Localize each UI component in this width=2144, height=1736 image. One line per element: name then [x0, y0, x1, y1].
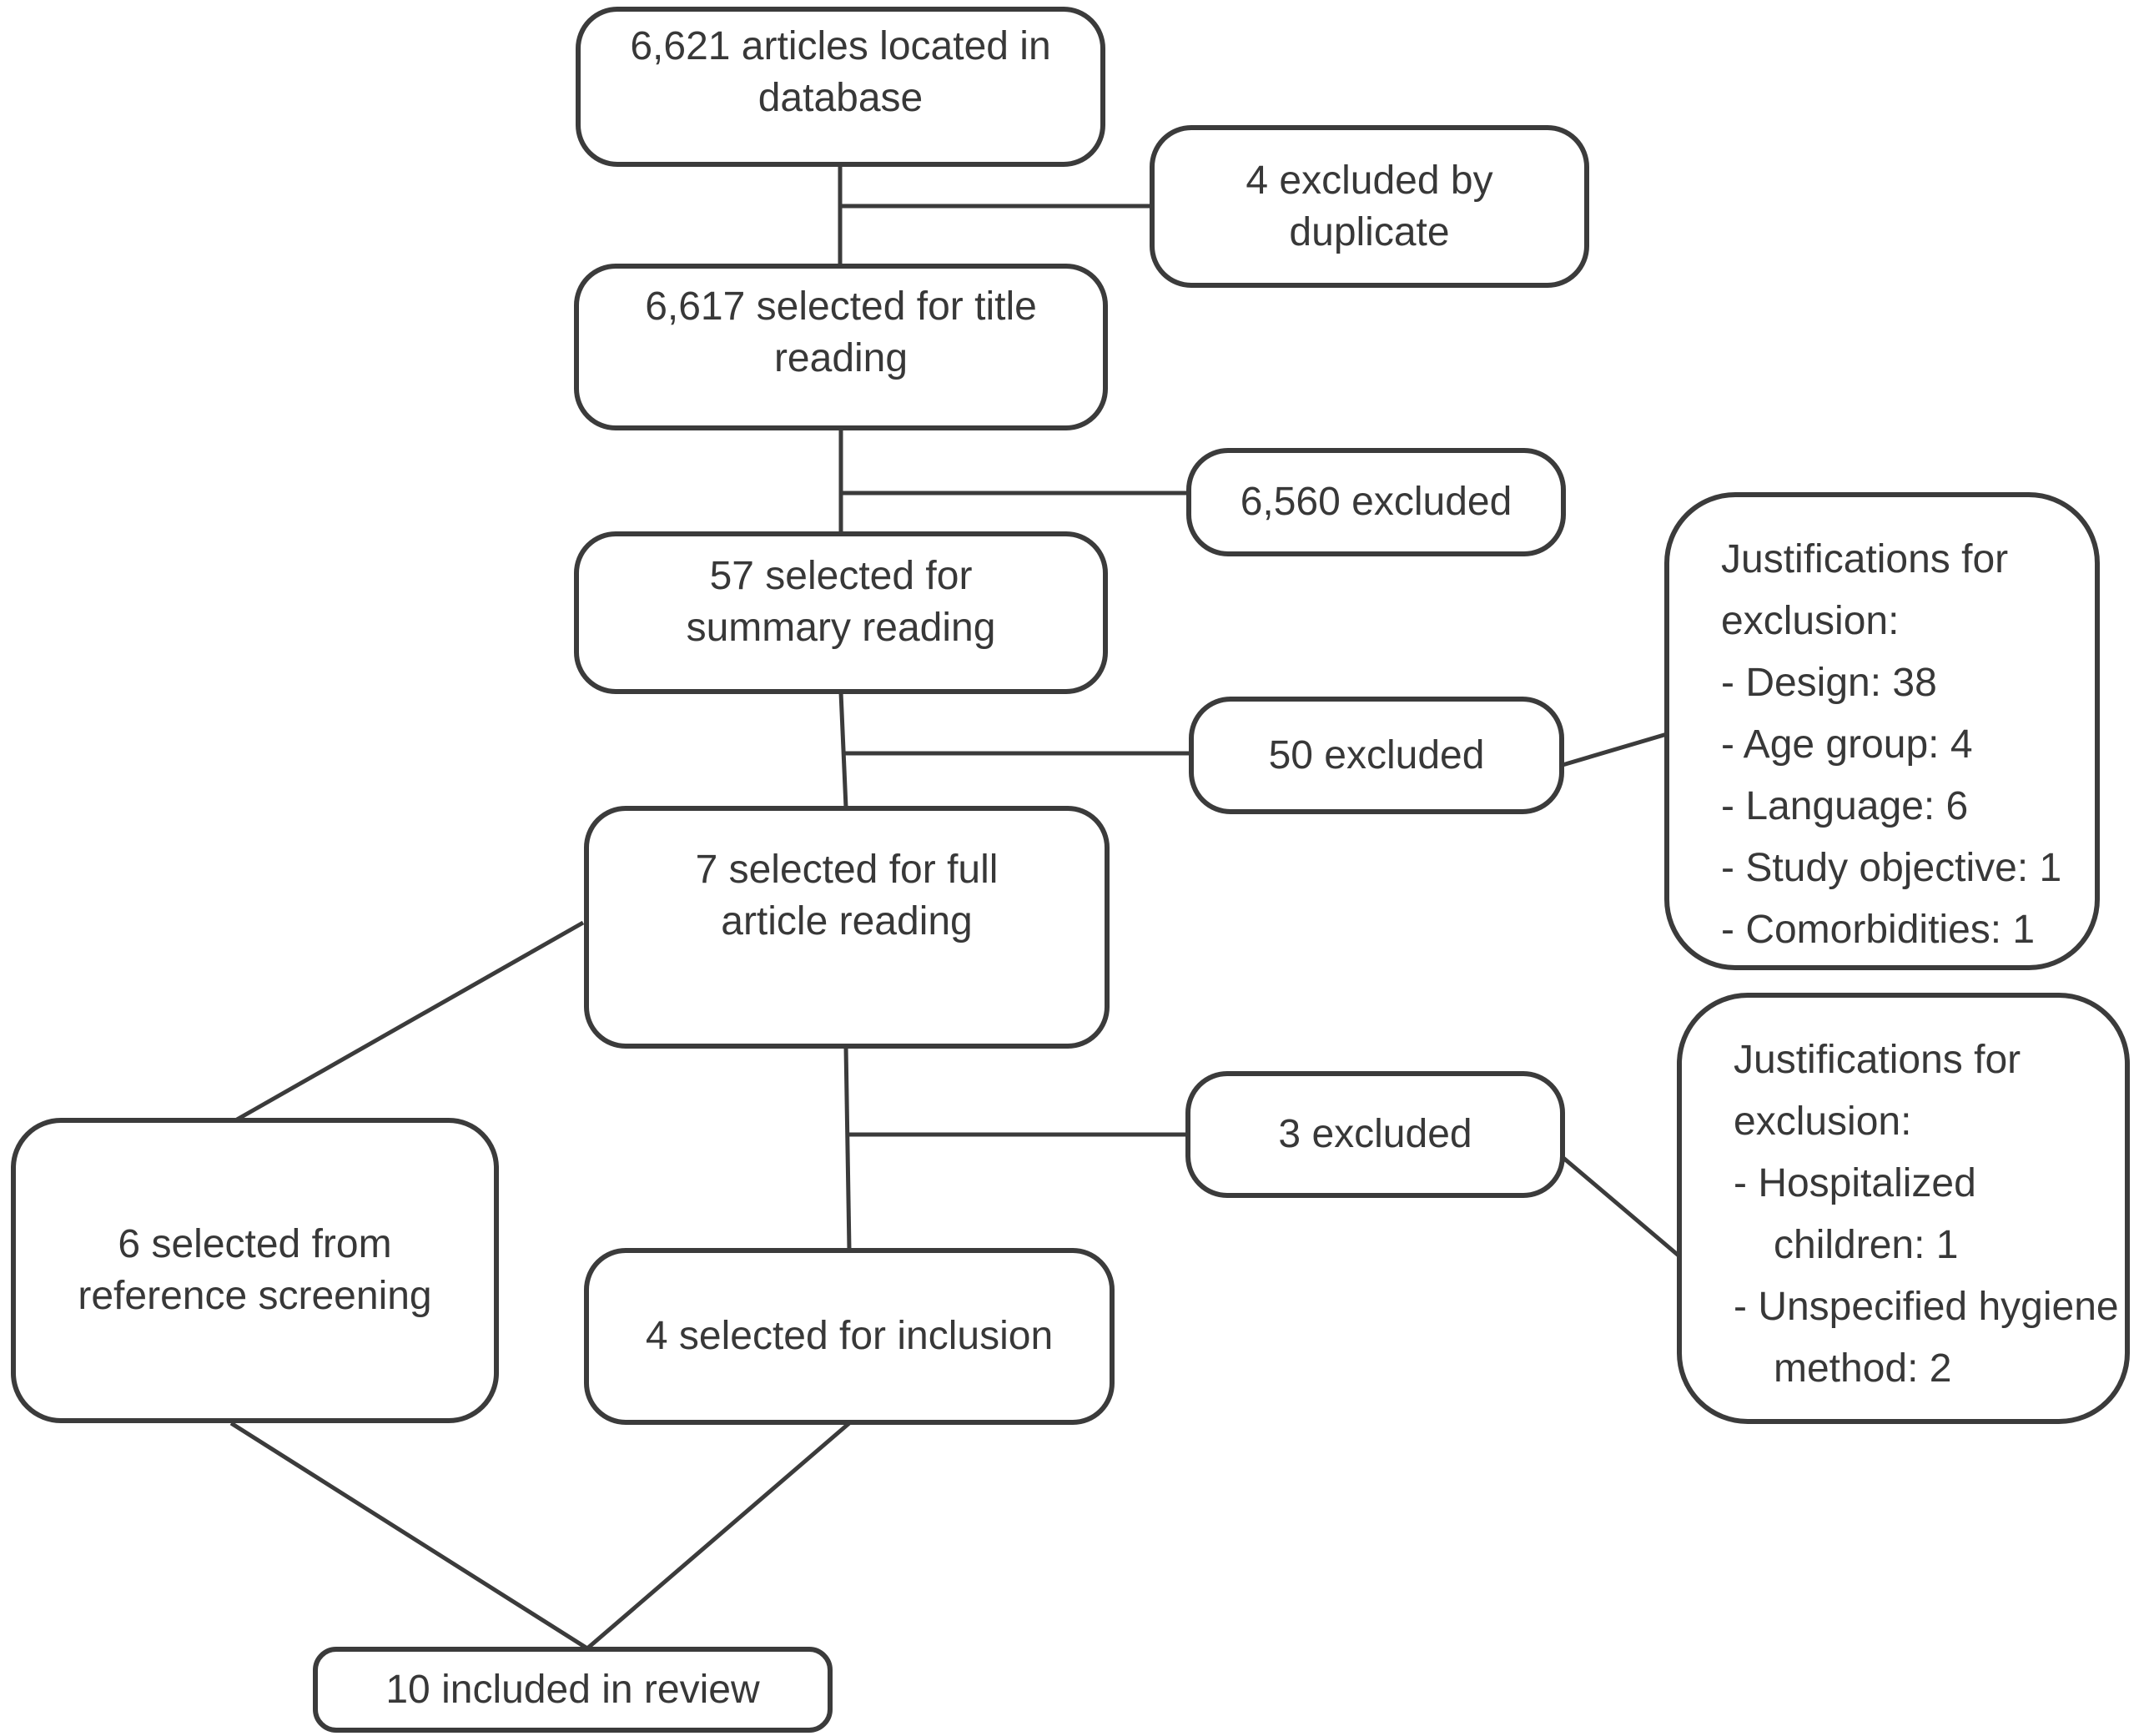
node-summary-excluded: 50 excluded: [1189, 697, 1564, 814]
node-review: 10 included in review: [313, 1647, 833, 1733]
connector-full-to-inclusion: [843, 1046, 852, 1250]
connector-reference-to-review: [229, 1421, 589, 1651]
justification1-heading: Justifications for exclusion:: [1721, 537, 2009, 643]
connector-summary-excluded-to-justification1: [1562, 732, 1668, 767]
node-title-excluded-label: 6,560 excluded: [1240, 480, 1512, 524]
node-inclusion: 4 selected for inclusion: [584, 1248, 1115, 1425]
node-reference-screening: 6 selected from reference screening: [11, 1118, 499, 1423]
node-full-excluded-label: 3 excluded: [1278, 1112, 1472, 1156]
node-reference-screening-label: 6 selected from: [118, 1222, 392, 1266]
node-full-article-label: 7 selected for full: [695, 847, 999, 892]
node-database-label: 6,621 articles located in: [630, 24, 1051, 68]
node-reference-screening-label: reference screening: [78, 1274, 432, 1318]
node-full-article: 7 selected for full article reading: [584, 806, 1110, 1049]
justification2-heading: Justifications for exclusion:: [1734, 1038, 2021, 1144]
connector-full-to-reference: [235, 920, 585, 1122]
node-full-excluded: 3 excluded: [1185, 1071, 1565, 1198]
node-review-label: 10 included in review: [385, 1667, 760, 1712]
connector-inclusion-to-review: [586, 1422, 851, 1650]
node-full-article-label: article reading: [721, 898, 973, 943]
node-database: 6,621 articles located in database: [576, 7, 1105, 167]
justification1-item: - Language: 6: [1721, 784, 1969, 828]
justification1-item: - Comorbidities: 1: [1721, 908, 2036, 952]
node-database-label: database: [757, 76, 924, 120]
node-summary-reading-label: summary reading: [686, 605, 996, 650]
node-duplicate-excluded-label: duplicate: [1289, 209, 1450, 254]
connector-summary-to-full: [838, 692, 848, 808]
node-title-excluded: 6,560 excluded: [1186, 448, 1566, 556]
node-justification1: Justifications for exclusion: - Design: …: [1664, 492, 2100, 970]
justification2-item: - Unspecified hygiene method: 2: [1734, 1285, 2119, 1391]
node-title-reading-label: reading: [773, 336, 908, 380]
node-justification2: Justifications for exclusion: - Hospital…: [1677, 993, 2130, 1424]
node-title-reading-label: 6,617 selected for title: [645, 284, 1037, 329]
node-summary-excluded-label: 50 excluded: [1268, 732, 1485, 777]
justification1-item: - Study objective: 1: [1721, 846, 2062, 890]
node-inclusion-label: 4 selected for inclusion: [645, 1314, 1054, 1358]
node-title-reading: 6,617 selected for title reading: [574, 264, 1108, 430]
justification2-item: - Hospitalized children: 1: [1734, 1161, 1976, 1267]
node-duplicate-excluded-label: 4 excluded by: [1246, 158, 1493, 203]
node-summary-reading: 57 selected for summary reading: [574, 531, 1108, 694]
justification1-item: - Age group: 4: [1721, 722, 1973, 767]
node-summary-reading-label: 57 selected for: [709, 553, 973, 598]
justification1-item: - Design: 38: [1721, 661, 1937, 705]
connector-full-excluded-to-justification2: [1562, 1156, 1680, 1257]
node-duplicate-excluded: 4 excluded by duplicate: [1150, 125, 1589, 288]
